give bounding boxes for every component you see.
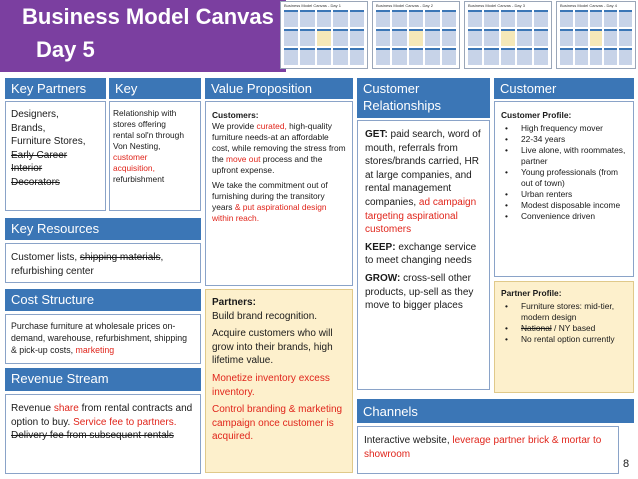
thumbnail-day-2: Business Model Canvas - Day 2 [372, 1, 460, 69]
key-partner-furniture-stores: Furniture Stores, [11, 136, 86, 148]
cr-keep-label: KEEP: [365, 241, 396, 253]
vp-partner-item: Build brand recognition. [212, 310, 318, 322]
page-title: Business Model Canvas [22, 4, 274, 29]
customer-relationships-header: Customer Relationships [357, 78, 490, 118]
key-partner-brands: Brands, [11, 122, 46, 134]
thumbnail-title: Business Model Canvas - Day 4 [560, 3, 617, 8]
key-line: rental sol'n through [113, 130, 184, 140]
key-partner-struck: Decorators [11, 176, 60, 188]
list-item: High frequency mover [501, 123, 629, 134]
key-line: Relationship with [113, 108, 177, 118]
cr-grow: GROW: cross-sell other products, up-sell… [365, 272, 482, 313]
title-band [0, 0, 286, 72]
partner-profile-panel: Partner Profile: Furniture stores: mid-t… [494, 281, 634, 393]
key-partners-body: Designers, Brands, Furniture Stores, Ear… [5, 101, 106, 211]
key-partner-struck: Interior [11, 163, 43, 175]
cost-structure-body: Purchase furniture at wholesale prices o… [5, 314, 201, 364]
channels-header: Channels [357, 399, 634, 423]
list-item: Convenience driven [501, 211, 629, 222]
cr-text-red: ad campaign targeting aspirational custo… [365, 196, 477, 236]
rs-text: Revenue [11, 403, 54, 414]
thumbnail-title: Business Model Canvas - Day 3 [468, 3, 525, 8]
key-resources-body: Customer lists, shipping materials, refu… [5, 243, 201, 283]
cr-text: cross-sell other products, up-sell as th… [365, 272, 474, 312]
kr-text: Customer lists, [11, 252, 80, 263]
partner-profile-list: Furniture stores: mid-tier, modern desig… [501, 301, 629, 345]
vp-text-red: curated, [256, 121, 287, 131]
ch-text-red: leverage partner brick & mortar to showr… [364, 435, 602, 460]
rs-struck: Delivery fee from subsequent rentals [11, 430, 174, 442]
list-item: National / NY based [501, 323, 629, 334]
key-partner-struck: Early Career [11, 149, 68, 161]
vp-text: high-quality furniture needs-at an affor… [212, 121, 346, 164]
customer-relationships-body: GET: paid search, word of mouth, referra… [357, 120, 490, 390]
page-number: 8 [623, 458, 630, 470]
cs-text-red: marketing [75, 345, 115, 355]
key-header: Key [109, 78, 201, 99]
customer-profile-panel: Customer Profile: High frequency mover 2… [494, 101, 634, 277]
cr-text: exchange service to meet changing needs [365, 241, 477, 267]
key-line: stores offering [113, 119, 166, 129]
thumbnail-title: Business Model Canvas - Day 2 [376, 3, 433, 8]
cr-text: paid search, word of mouth, referrals fr… [365, 129, 481, 208]
cs-text: Purchase furniture at wholesale prices o… [11, 321, 188, 355]
struck-text: National [521, 323, 552, 333]
value-proposition-partners: Partners: Build brand recognition. Acqui… [205, 289, 353, 473]
thumbnail-title: Business Model Canvas - Day 1 [284, 3, 341, 8]
vp-partner-item: Monetize inventory excess inventory. [212, 372, 330, 398]
list-item: Modest disposable income [501, 200, 629, 211]
key-body: Relationship with stores offering rental… [109, 101, 201, 211]
list-item: Live alone, with roommates, partner [501, 145, 629, 167]
cost-structure-header: Cost Structure [5, 289, 201, 311]
channels-body: Interactive website, leverage partner br… [357, 426, 619, 474]
vp-customers-label: Customers: [212, 110, 259, 120]
thumbnail-day-1: Business Model Canvas - Day 1 [280, 1, 368, 69]
customer-header: Customer [494, 78, 634, 99]
vp-commitment: We take the commitment out of furnishing… [212, 180, 346, 224]
rs-text-red: Service fee to partners. [73, 416, 177, 428]
key-line-red: customer [113, 152, 148, 162]
vp-text: We provide [212, 121, 257, 131]
list-item: Young professionals (from out of town) [501, 167, 629, 189]
revenue-stream-header: Revenue Stream [5, 368, 201, 391]
rs-line: Revenue share from rental contracts and … [11, 402, 195, 429]
vp-partner-item: Acquire customers who will grow into the… [212, 328, 333, 367]
vp-partners-label: Partners: [212, 297, 256, 308]
cr-grow-label: GROW: [365, 272, 401, 284]
vp-text-red: move out [225, 154, 261, 164]
partner-profile-label: Partner Profile: [501, 288, 562, 298]
vp-partner-item: Control branding & marketing campaign on… [212, 404, 343, 443]
key-line: refurbishment [113, 174, 165, 184]
vp-text: We take the commitment out of furnishing… [212, 180, 328, 212]
key-partner-designers: Designers, [11, 109, 59, 120]
list-item: No rental option currently [501, 334, 629, 345]
kr-text: , refurbishing center [11, 252, 164, 277]
list-item: Urban renters [501, 189, 629, 200]
cr-keep: KEEP: exchange service to meet changing … [365, 241, 482, 268]
vp-customers-text: We provide curated, high-quality furnitu… [212, 121, 346, 176]
list-item: 22-34 years [501, 134, 629, 145]
value-proposition-customers: Customers: We provide curated, high-qual… [205, 101, 353, 286]
list-item: Furniture stores: mid-tier, modern desig… [501, 301, 629, 323]
key-line: Von Nesting, [113, 141, 161, 151]
customer-profile-label: Customer Profile: [501, 110, 572, 120]
kr-text-struck: shipping materials [79, 252, 161, 263]
page-subtitle: Day 5 [36, 37, 95, 62]
key-partners-header: Key Partners [5, 78, 106, 99]
key-line-red: acquisition, [113, 163, 155, 173]
cr-get: GET: paid search, word of mouth, referra… [365, 128, 482, 237]
list-text: / NY based [551, 323, 596, 333]
rs-text: from rental contracts and option to buy. [11, 403, 193, 428]
cr-get-label: GET: [365, 129, 388, 140]
vp-text: process and the upfront expense. [212, 154, 323, 175]
value-proposition-header: Value Proposition [205, 78, 353, 99]
rs-text-red: share [53, 403, 79, 414]
customer-profile-list: High frequency mover 22-34 years Live al… [501, 123, 629, 222]
ch-text: Interactive website, [364, 435, 453, 446]
vp-text-red: & put aspirational design within reach. [212, 202, 327, 223]
revenue-stream-body: Revenue share from rental contracts and … [5, 394, 201, 474]
thumbnail-day-4: Business Model Canvas - Day 4 [556, 1, 636, 69]
thumbnail-day-3: Business Model Canvas - Day 3 [464, 1, 552, 69]
key-resources-header: Key Resources [5, 218, 201, 240]
